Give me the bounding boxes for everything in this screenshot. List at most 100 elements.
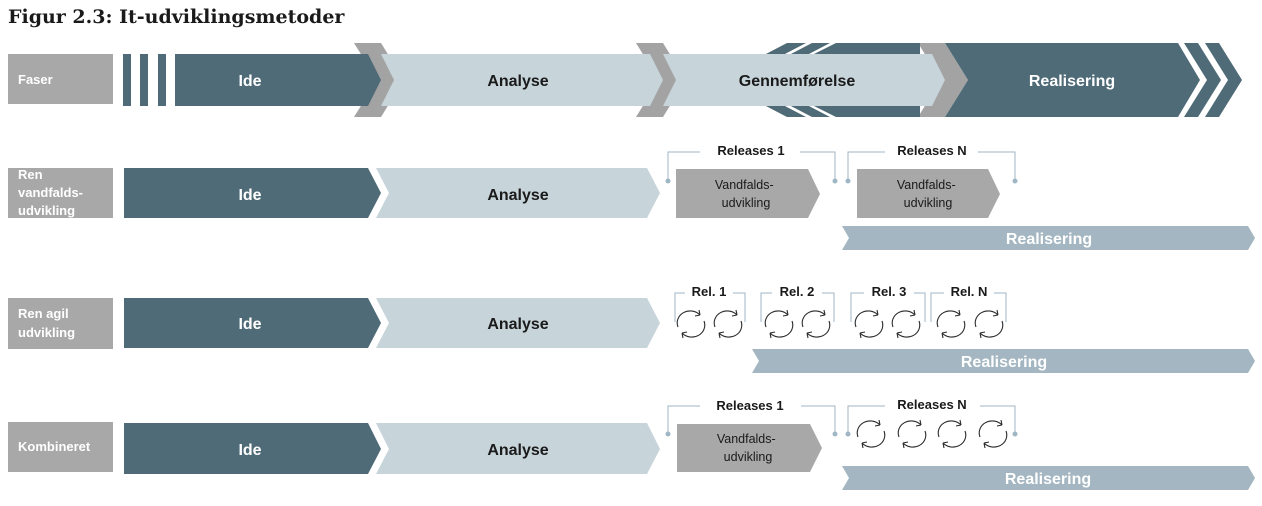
box-line: Vandfalds- xyxy=(717,432,776,446)
vandfald-realisering-label: Realisering xyxy=(1006,231,1092,248)
cycle-icon xyxy=(936,309,966,339)
release-label: Rel. 2 xyxy=(780,284,815,299)
cycle-icon xyxy=(856,419,886,449)
phase-depth-stripe xyxy=(812,105,920,117)
agil-realisering-label: Realisering xyxy=(961,354,1047,371)
release-bracket xyxy=(760,292,772,322)
connector-dot xyxy=(845,178,851,184)
row-label-faser xyxy=(8,54,113,104)
cycle-icon xyxy=(891,309,921,339)
box-line: udvikling xyxy=(722,196,771,210)
agil-realisering-bar xyxy=(752,349,1255,373)
connector-dot xyxy=(1012,178,1018,184)
kombineret-releaseN-bracket xyxy=(980,405,1016,434)
connector-dot xyxy=(1012,431,1018,437)
vandfald-release1-bracket xyxy=(667,151,700,181)
row-label-line: Ren xyxy=(18,167,43,182)
phase-depth-stripe xyxy=(789,43,830,55)
agil-release-group-1: Rel. 1 xyxy=(674,284,746,339)
row-label-faser-text: Faser xyxy=(18,72,53,87)
kombineret-ide-label: Ide xyxy=(238,442,261,459)
kombineret-realisering-bar xyxy=(842,466,1255,490)
phase-stripe xyxy=(140,54,148,106)
vandfald-releaseN-bracket xyxy=(978,151,1016,181)
phase-stripe xyxy=(123,54,131,106)
vandfald-release1-bracket xyxy=(800,151,836,181)
row-label-vandfald-text: Ren vandfalds- udvikling xyxy=(18,167,87,218)
box-line: udvikling xyxy=(724,450,773,464)
box-line: Vandfalds- xyxy=(715,178,774,192)
kombineret-releaseN-label: Releases N xyxy=(897,397,966,412)
phase-depth-stripe xyxy=(812,43,920,55)
connector-dot xyxy=(665,431,671,437)
row-label-vandfald xyxy=(8,168,113,218)
kombineret-releaseN-bracket xyxy=(847,405,885,434)
row-label-kombineret xyxy=(8,422,113,472)
cycle-icon xyxy=(713,309,743,339)
vandfald-releaseN-bracket xyxy=(847,151,885,181)
kombineret-analyse-label: Analyse xyxy=(487,442,548,459)
phase-depth-stripe xyxy=(789,105,830,117)
vandfald-release1-label: Releases 1 xyxy=(717,143,784,158)
row-label-kombineret-text: Kombineret xyxy=(18,439,91,454)
connector-dot xyxy=(665,178,671,184)
connector-dot xyxy=(832,178,838,184)
agil-ide xyxy=(124,298,381,348)
agil-analyse xyxy=(376,298,660,348)
vandfald-releaseN-label: Releases N xyxy=(897,143,966,158)
phase-depth-stripe xyxy=(764,105,806,117)
release-bracket xyxy=(930,292,944,322)
kombineret-release1-box xyxy=(677,424,822,472)
cycle-icon xyxy=(854,309,884,339)
figure-title: Figur 2.3: It-udviklingsmetoder xyxy=(8,6,345,28)
phase-analyse-label: Analyse xyxy=(487,73,548,90)
phase-realisering xyxy=(945,43,1200,117)
release-label: Rel. 3 xyxy=(872,284,907,299)
vandfald-release1-box-text: Vandfalds- udvikling xyxy=(715,178,777,210)
release-bracket xyxy=(733,292,746,322)
phase-stripe xyxy=(158,54,166,106)
kombineret-ide xyxy=(124,423,381,474)
kombineret-realisering-label: Realisering xyxy=(1005,471,1091,488)
row-label-agil-text: Ren agil udvikling xyxy=(18,306,75,340)
cycle-icon xyxy=(937,419,967,449)
release-bracket xyxy=(994,292,1007,322)
vandfald-realisering-bar xyxy=(842,226,1255,250)
agil-ide-label: Ide xyxy=(238,316,261,333)
box-line: Vandfalds- xyxy=(897,178,956,192)
kombineret-release1-box-text: Vandfalds- udvikling xyxy=(717,432,779,464)
phase-gennemfoerelse xyxy=(663,54,945,106)
vandfald-ide xyxy=(124,168,381,218)
cycle-icon xyxy=(974,309,1004,339)
vandfald-analyse xyxy=(376,168,660,218)
cycle-icon xyxy=(801,309,831,339)
phase-ide xyxy=(175,54,381,106)
agil-release-group-3: Rel. 3 xyxy=(850,284,926,339)
row-label-line: udvikling xyxy=(18,203,75,218)
row-label-agil xyxy=(8,298,113,349)
cycle-icon xyxy=(764,309,794,339)
phase-depth-stripe xyxy=(764,43,806,55)
kombineret-release1-bracket xyxy=(801,405,836,434)
release-bracket xyxy=(674,292,685,322)
cycle-icon xyxy=(897,419,927,449)
release-label: Rel. 1 xyxy=(692,284,727,299)
kombineret-release1-label: Releases 1 xyxy=(716,398,783,413)
vandfald-release1-box xyxy=(676,169,820,218)
row-label-line: Ren agil xyxy=(18,306,69,321)
kombineret-release1-bracket xyxy=(667,405,700,434)
agil-release-group-n: Rel. N xyxy=(930,284,1007,339)
release-bracket xyxy=(850,292,864,322)
cycle-icon xyxy=(676,309,706,339)
release-bracket xyxy=(914,292,926,322)
kombineret-analyse xyxy=(376,423,660,474)
phase-ide-label: Ide xyxy=(238,73,261,90)
phase-realisering-label: Realisering xyxy=(1029,73,1115,90)
connector-dot xyxy=(832,431,838,437)
connector-dot xyxy=(845,431,851,437)
vandfald-releaseN-box xyxy=(857,169,1000,218)
vandfald-ide-label: Ide xyxy=(238,187,261,204)
box-line: udvikling xyxy=(904,196,953,210)
vandfald-releaseN-box-text: Vandfalds- udvikling xyxy=(897,178,959,210)
